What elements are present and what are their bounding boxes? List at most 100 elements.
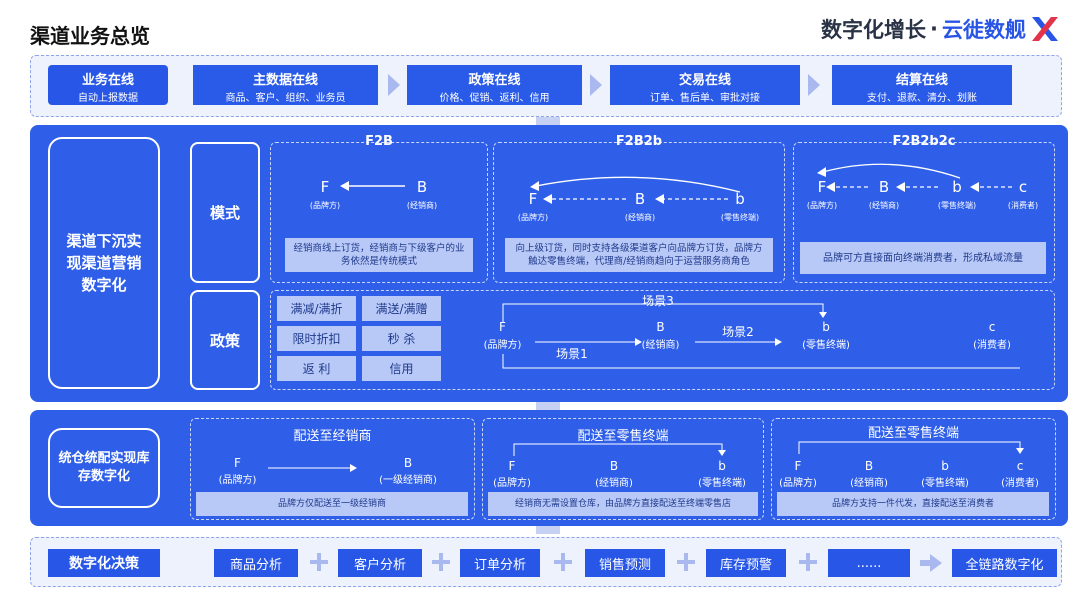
panel-title: 配送至经销商 [293,429,372,444]
policy-online-box: 政策在线 价格、促销、返利、信用 [407,65,582,105]
business-online-sub: 自动上报数据 [78,93,138,104]
business-online-label: 业务在线 自动上报数据 [48,65,168,105]
node-letter: B [416,178,428,196]
node-sub: (品牌方) [493,478,531,489]
arrow-right-icon [808,74,820,96]
node-sub: (经销商) [406,201,438,210]
plus-icon [310,553,328,571]
panel-desc: 经销商无需设置仓库，由品牌方直接配送至终端零售店 [488,492,758,516]
box-sub: 订单、售后单、审批对接 [650,93,760,104]
channel-marketing-label: 渠道下沉实现渠道营销数字化 [48,137,160,389]
delivery-bracket-icon [798,441,1024,454]
plus-icon [432,553,450,571]
settlement-online-box: 结算在线 支付、退款、清分、划账 [832,65,1012,105]
f2b-desc: 经销商线上订货，经销商与下级客户的业务依然是传统模式 [285,238,473,272]
node-letter: B [878,178,890,196]
node-letter: b [822,320,830,334]
node-b: B (一级经销商) [368,456,448,486]
node-sub: (经销商) [850,478,888,489]
node-sub: (零售终端) [720,213,760,222]
f2b2b2c-title: F2B2b2c [892,134,956,149]
node-letter: B [656,320,665,334]
node-sub: (品牌方) [309,201,341,210]
master-data-online-box: 主数据在线 商品、客户、组织、业务员 [193,65,378,105]
brand-sep: · [930,17,938,41]
node-f: F (品牌方) [800,178,844,211]
node-b-small: b (零售终端) [930,178,984,211]
node-sub: (品牌方) [779,478,817,489]
delivery-dealer-panel [190,418,475,520]
f2b-panel [270,142,488,283]
box-title: 结算在线 [895,73,948,88]
brand-x-icon [1032,17,1058,41]
node-letter: B [634,190,646,208]
panel-desc: 品牌方仅配送至一级经销商 [196,492,468,516]
node-b-small: b (零售终端) [792,320,860,351]
node-letter: F [794,459,802,473]
inventory-label: 统仓统配实现库存数字化 [48,428,160,508]
panel-desc: 品牌方支持一件代发，直接配送至消费者 [777,492,1049,516]
scenario-1-label: 场景1 [556,347,588,361]
node-sub: (品牌方) [517,213,549,222]
connector-tab [536,526,560,534]
node-sub: (零售终端) [698,478,746,489]
node-sub: (零售终端) [937,201,977,210]
arrow-right-icon [590,74,602,96]
scenario-connectors-icon [502,303,1020,369]
scenario-3-label: 场景3 [642,294,674,308]
node-letter: c [1016,459,1024,473]
plus-icon [677,553,695,571]
node-letter: b [941,459,949,473]
arrow-right-icon [920,554,942,572]
node-letter: B [864,459,874,473]
node-f: F (品牌方) [508,190,558,223]
scenario-2-label: 场景2 [722,325,754,339]
node-sub: (经销商) [624,213,656,222]
trade-online-box: 交易在线 订单、售后单、审批对接 [610,65,800,105]
node-sub: (经销商) [595,478,633,489]
sales-forecast-item: 销售预测 [585,549,665,577]
order-analysis-item: 订单分析 [460,549,540,577]
node-letter: B [403,456,413,470]
node-letter: b [735,190,745,208]
full-chain-digital-item: 全链路数字化 [952,549,1057,577]
panel-title: 配送至零售终端 [867,426,959,441]
mode-label: 模式 [190,142,260,283]
node-sub: (零售终端) [921,478,969,489]
node-sub: (品牌方) [483,340,522,351]
node-letter: B [609,459,619,473]
delivery-consumer-panel [771,418,1056,520]
node-letter: c [1018,178,1028,196]
node-letter: F [320,178,330,196]
node-letter: F [499,320,506,334]
f2b2b-curve-arrow-icon [530,176,741,193]
node-b-small: b (零售终端) [710,190,770,223]
node-f: F (品牌方) [488,459,536,489]
brand-accent: 云徙数舰 [942,18,1026,42]
more-item: ...... [828,549,910,577]
connector-tab [536,402,560,410]
node-letter: b [718,459,726,473]
node-sub: (零售终端) [802,340,850,351]
plus-icon [554,553,572,571]
f2b2b-dashed-arrows-icon [543,194,728,204]
node-letter: b [952,178,962,196]
box-sub: 商品、客户、组织、业务员 [225,93,346,104]
policy-tag: 满送/满赠 [362,296,441,321]
inventory-alert-item: 库存预警 [706,549,786,577]
delivery-bracket-icon [513,443,726,456]
node-letter: F [508,459,516,473]
node-b: B (经销商) [862,178,906,211]
node-letter: F [528,190,538,208]
f2b-arrow-icon [340,181,405,191]
box-title: 交易在线 [678,73,731,88]
brand-main: 数字化增长 [821,18,927,42]
node-sub: (经销商) [868,201,900,210]
node-sub: (品牌方) [218,475,257,486]
box-title: 政策在线 [468,73,521,88]
f2b2b-desc: 向上级订货，同时支持各级渠道客户向品牌方订货，品牌方触达零售终端，代理商/经销商… [505,238,773,272]
policy-tag: 信用 [362,356,441,381]
panel-title: 配送至零售终端 [577,429,669,444]
node-c: c (消费者) [962,320,1022,351]
node-b: B (经销商) [633,320,688,351]
